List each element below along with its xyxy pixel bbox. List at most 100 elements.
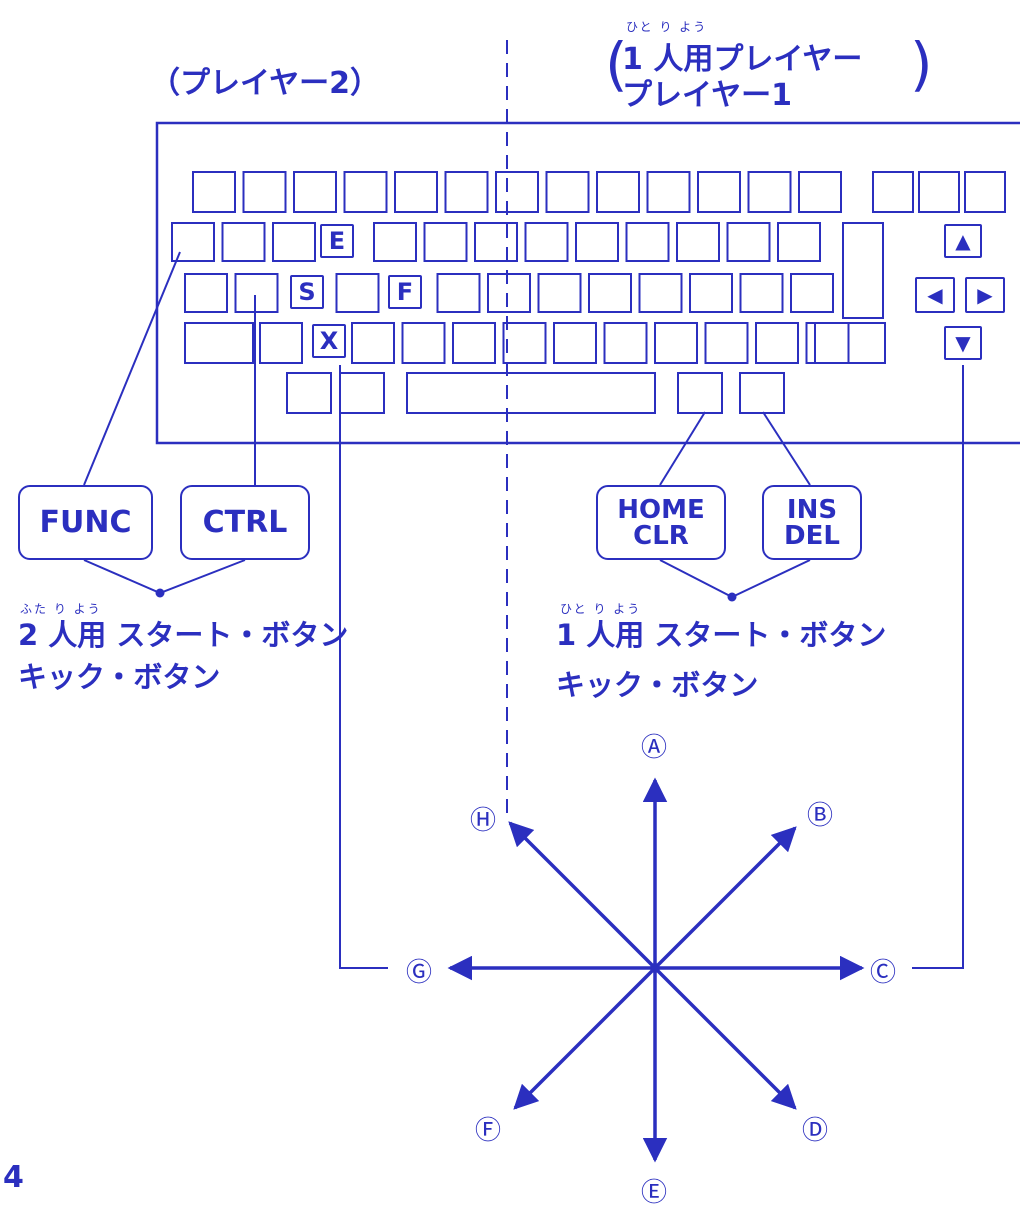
keyboard-key[interactable] xyxy=(689,273,733,313)
direction-label-g: Ⓖ xyxy=(406,958,433,988)
player1-label-line2: プレイヤー1 xyxy=(622,78,792,113)
keyboard-key[interactable] xyxy=(646,171,691,213)
keyboard-key[interactable] xyxy=(184,322,254,364)
keyboard-key[interactable] xyxy=(335,273,380,313)
keyboard-key[interactable] xyxy=(553,322,597,364)
direction-label-e: Ⓔ xyxy=(641,1178,668,1208)
home-key-label-top: HOME xyxy=(617,494,705,525)
keyboard-key[interactable] xyxy=(487,273,531,313)
keyboard-key[interactable] xyxy=(444,171,489,213)
keyboard-key[interactable] xyxy=(394,171,438,213)
keyboard-key[interactable] xyxy=(221,222,266,262)
keyboard-key[interactable] xyxy=(588,273,632,313)
key-arrow-left[interactable]: ◀ xyxy=(915,277,955,313)
keyboard-outline xyxy=(155,121,1020,445)
left-caption-line2: キック・ボタン xyxy=(18,660,221,694)
keyboard-key[interactable] xyxy=(436,273,481,313)
keyboard-key[interactable] xyxy=(814,322,886,364)
keyboard-key[interactable] xyxy=(524,222,569,262)
keyboard-key[interactable] xyxy=(790,273,834,313)
keyboard-key[interactable] xyxy=(343,171,388,213)
ins-del-key[interactable]: INS DEL xyxy=(762,485,862,560)
home-clr-key[interactable]: HOME CLR xyxy=(596,485,726,560)
keyboard-key[interactable] xyxy=(495,171,539,213)
right-brace xyxy=(659,559,811,599)
key-arrow-down[interactable]: ▼ xyxy=(944,326,982,360)
key-e[interactable]: E xyxy=(320,224,354,258)
keyboard-key[interactable] xyxy=(184,273,228,313)
keyboard-key[interactable] xyxy=(777,222,821,262)
keyboard-key[interactable] xyxy=(373,222,417,262)
right-paren: ) xyxy=(910,30,933,98)
keyboard-key[interactable] xyxy=(798,171,842,213)
keyboard-key[interactable] xyxy=(676,222,720,262)
keyboard-key[interactable] xyxy=(755,322,799,364)
key-arrow-right[interactable]: ▶ xyxy=(965,277,1005,313)
keyboard-key[interactable] xyxy=(654,322,698,364)
keyboard-key[interactable] xyxy=(726,222,771,262)
keyboard-key[interactable] xyxy=(272,222,316,262)
keyboard-key[interactable] xyxy=(423,222,468,262)
keyboard-key[interactable] xyxy=(286,372,332,414)
keyboard-key[interactable] xyxy=(242,171,287,213)
func-leader-line xyxy=(83,251,181,486)
player1-furigana: ひと り よう xyxy=(626,20,708,34)
direction-label-d: Ⓓ xyxy=(802,1116,829,1146)
home-leader-line xyxy=(659,411,706,486)
left-caption-line1: 2 人用 スタート・ボタン xyxy=(18,618,349,652)
keyboard-key[interactable] xyxy=(406,372,656,414)
arrow-d xyxy=(653,966,797,1110)
keyboard-key[interactable] xyxy=(452,322,496,364)
arrow-h xyxy=(508,821,657,970)
key-x[interactable]: X xyxy=(312,324,346,358)
keyboard-key[interactable] xyxy=(964,171,1006,213)
left-brace xyxy=(83,559,246,595)
keyboard-key[interactable] xyxy=(502,322,547,364)
keyboard-key[interactable] xyxy=(351,322,395,364)
keyboard-key[interactable] xyxy=(918,171,960,213)
keyboard-key[interactable] xyxy=(575,222,619,262)
keyboard-key[interactable] xyxy=(842,222,884,319)
right-brace-dot xyxy=(727,592,737,602)
key-f[interactable]: F xyxy=(388,275,422,309)
keyboard-key[interactable] xyxy=(545,171,590,213)
direction-label-a: Ⓐ xyxy=(641,733,668,763)
keyboard-key[interactable] xyxy=(805,322,850,364)
keyboard-key[interactable] xyxy=(677,372,723,414)
arrow-f xyxy=(513,966,657,1110)
keyboard-key[interactable] xyxy=(537,273,582,313)
keyboard-key[interactable] xyxy=(596,171,640,213)
keyboard-key[interactable] xyxy=(293,171,337,213)
keyboard-key[interactable] xyxy=(697,171,741,213)
ctrl-key[interactable]: CTRL xyxy=(180,485,310,560)
keyboard-key[interactable] xyxy=(747,171,792,213)
keyboard-key[interactable] xyxy=(739,273,784,313)
left-caption-furigana: ふた り よう xyxy=(20,602,102,616)
keyboard-key[interactable] xyxy=(339,372,385,414)
keyboard-key[interactable] xyxy=(474,222,518,262)
arrow-b xyxy=(653,826,797,970)
keyboard-key[interactable] xyxy=(192,171,236,213)
key-s[interactable]: S xyxy=(290,275,324,309)
keyboard-key[interactable] xyxy=(234,273,279,313)
ins-leader-line xyxy=(762,411,811,486)
keyboard-key[interactable] xyxy=(739,372,785,414)
ins-key-label-bottom: DEL xyxy=(784,520,840,551)
keyboard-key[interactable] xyxy=(638,273,683,313)
direction-label-f: Ⓕ xyxy=(475,1116,502,1146)
keyboard-key[interactable] xyxy=(704,322,749,364)
func-key[interactable]: FUNC xyxy=(18,485,153,560)
direction-center-dot xyxy=(650,963,660,973)
keyboard-key[interactable] xyxy=(401,322,446,364)
keyboard-key[interactable] xyxy=(625,222,670,262)
keyboard-key[interactable] xyxy=(603,322,648,364)
player2-label: （プレイヤー2） xyxy=(150,66,380,101)
keyboard-key[interactable] xyxy=(171,222,215,262)
left-paren: ( xyxy=(605,30,628,98)
key-arrow-up[interactable]: ▲ xyxy=(944,224,982,258)
keyboard-key[interactable] xyxy=(259,322,303,364)
arrow-to-c-line xyxy=(912,365,964,969)
keyboard-key[interactable] xyxy=(872,171,914,213)
ins-key-label-top: INS xyxy=(786,494,838,525)
